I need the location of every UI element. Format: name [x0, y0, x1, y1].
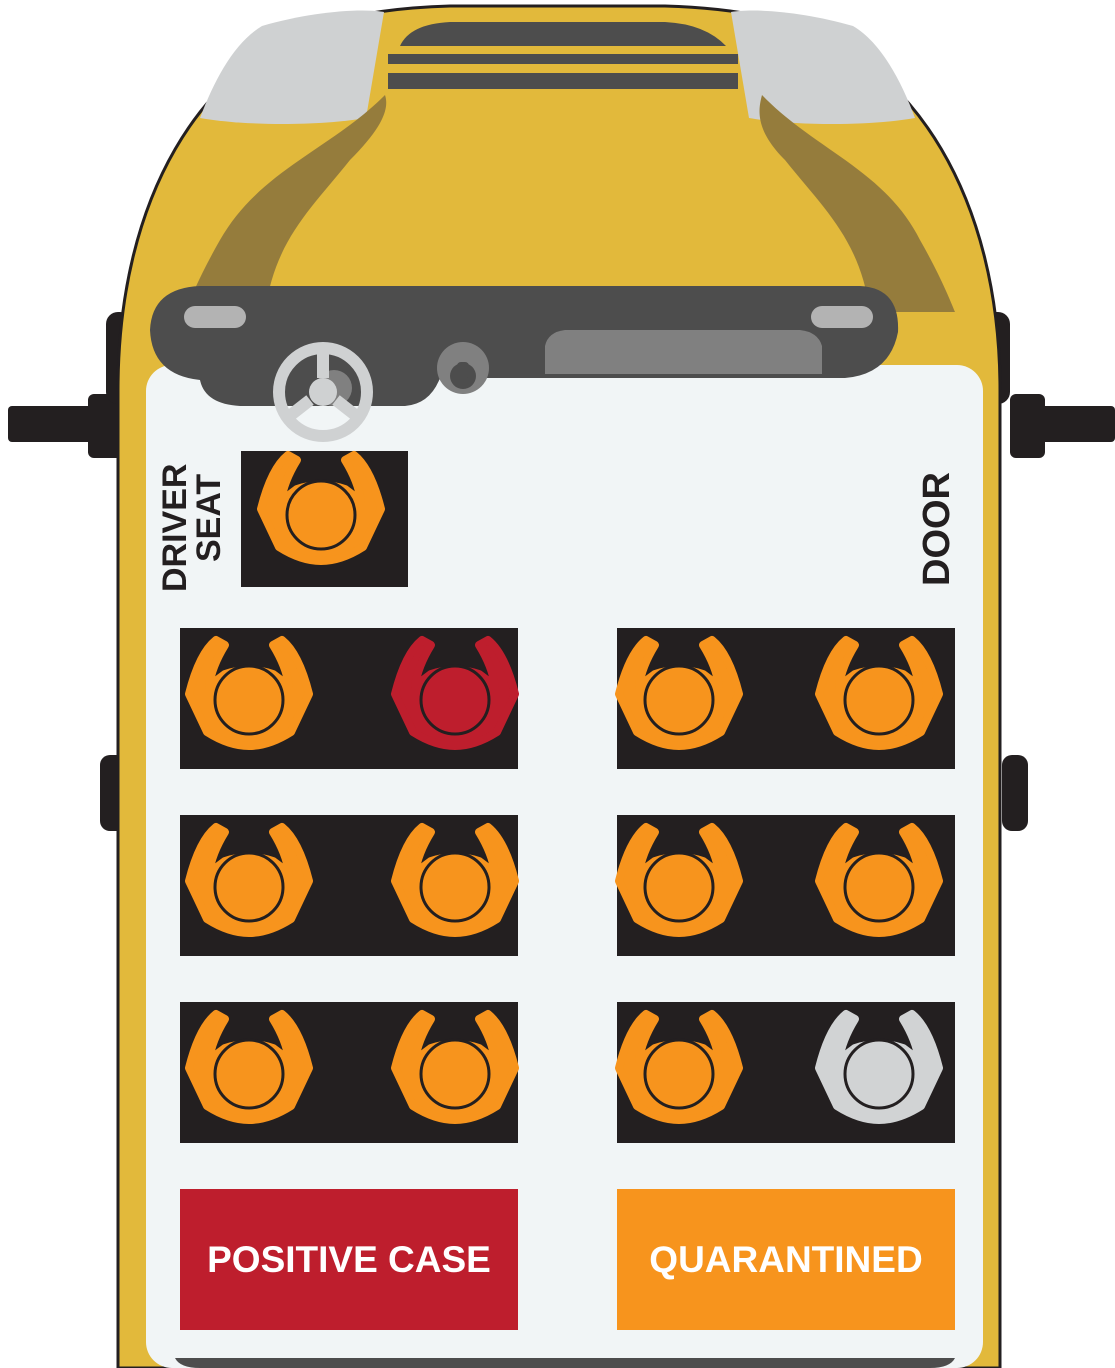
right-mirror	[1010, 394, 1115, 458]
legend-positive-case: POSITIVE CASE	[180, 1189, 518, 1330]
driver-label-line1: DRIVER	[158, 464, 192, 592]
left-headlight	[200, 11, 384, 124]
right-headlight	[731, 11, 915, 124]
right-wheel-rear	[1002, 755, 1028, 831]
driver-seat-label: DRIVER SEAT	[158, 464, 226, 592]
driver-label-line2: SEAT	[192, 464, 226, 592]
legend-quarantined: QUARANTINED	[617, 1189, 955, 1330]
door-label: DOOR	[918, 472, 956, 586]
rear-bumper	[175, 1358, 955, 1368]
left-mirror	[8, 394, 123, 458]
legend-positive-label: POSITIVE CASE	[207, 1239, 491, 1281]
legend-quarantined-label: QUARANTINED	[649, 1239, 922, 1281]
front-grille	[388, 22, 738, 89]
